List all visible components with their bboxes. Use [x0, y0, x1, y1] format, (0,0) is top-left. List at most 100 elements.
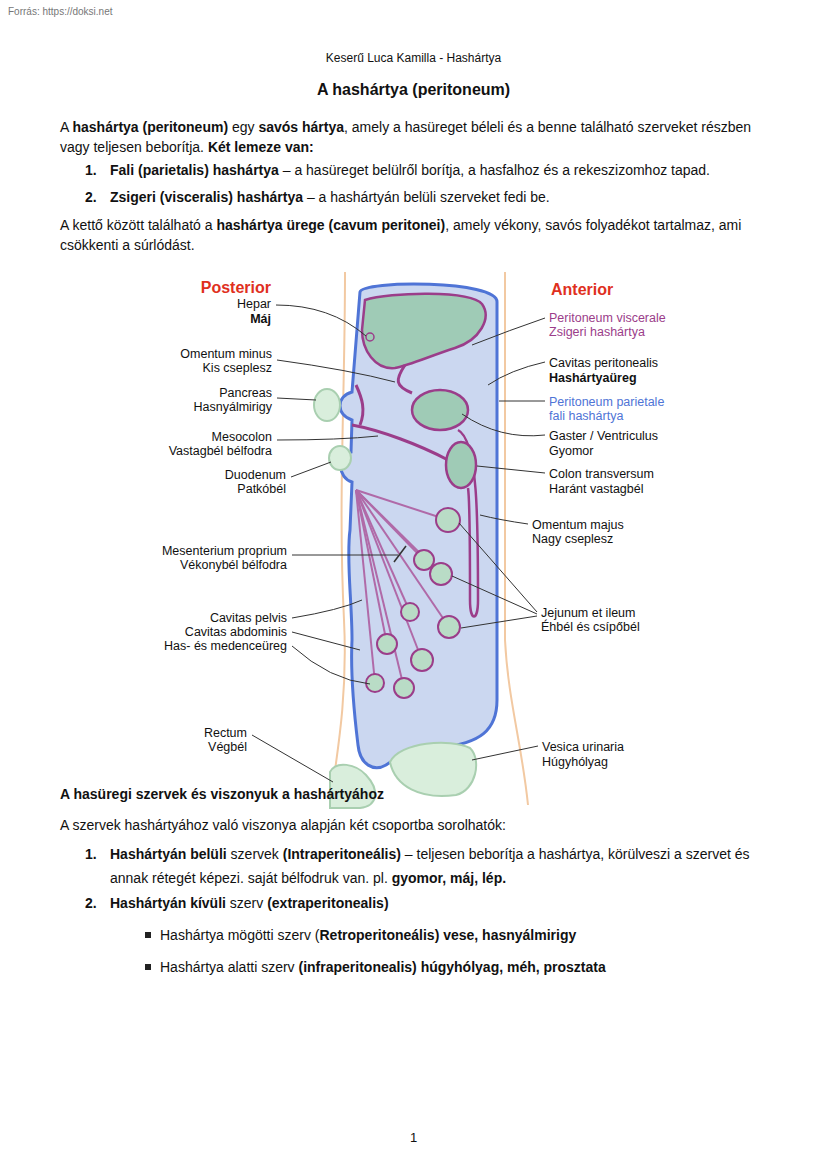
text-run: Vastagbél bélfodra	[169, 444, 272, 458]
text-run: Zsigeri (visceralis) hashártya	[110, 189, 303, 205]
pancreas	[314, 389, 340, 421]
text-run: Hashártyaüreg	[549, 371, 637, 385]
text-block: Mesenterium proprium	[162, 543, 287, 559]
text-run: A hasüregi szervek és viszonyuk a hashár…	[60, 786, 384, 802]
text-run: Két lemeze van:	[208, 139, 314, 155]
text-run: 2.	[85, 895, 97, 911]
text-run: Mesenterium proprium	[162, 544, 287, 558]
text-block: Keserű Luca Kamilla - Hashártya	[0, 50, 827, 66]
text-block: Zsigeri (visceralis) hashártya – a hashá…	[110, 188, 780, 206]
text-run: (extraperitonealis)	[267, 895, 388, 911]
text-run: – a hashártyán belüli szerveket fedi be.	[303, 189, 550, 205]
text-block: Zsigeri hashártya	[549, 324, 645, 340]
text-run: szervek	[227, 846, 283, 862]
marker	[394, 546, 406, 562]
text-run: Hasnyálmirigy	[194, 400, 273, 414]
text-block: A hasüregi szervek és viszonyuk a hashár…	[60, 785, 384, 803]
ligament	[366, 333, 374, 341]
text-block: Forrás: https://doksi.net	[8, 5, 113, 18]
text-run: Cavitas pelvis	[210, 611, 287, 625]
mesentery	[356, 385, 363, 425]
text-block: 1.	[85, 161, 97, 179]
text-block: 1	[0, 1129, 827, 1146]
leader-lines	[252, 305, 545, 782]
colon-transversum	[446, 442, 476, 488]
text-block: 2.	[85, 188, 97, 206]
text-run: hashártya ürege (cavum peritonei)	[216, 217, 445, 233]
text-block: Fali (parietalis) hashártya – a hasürege…	[110, 161, 780, 179]
bladder	[390, 743, 476, 796]
text-block: fali hashártya	[549, 408, 623, 424]
text-block: Cavitas peritonealis	[549, 355, 658, 371]
text-block: Hashártya mögötti szerv (Retroperitoneál…	[160, 926, 775, 944]
text-run: Hashártya alatti szerv	[160, 959, 299, 975]
text-run: gyomor, máj, lép.	[392, 870, 506, 886]
text-block: Nagy cseplesz	[532, 531, 613, 547]
text-block: Hashártya alatti szerv (infraperitoneali…	[160, 958, 775, 976]
text-block: A kettő között található a hashártya üre…	[60, 215, 772, 255]
text-block: Omentum majus	[532, 517, 624, 533]
text-run: Has- és medenceüreg	[164, 639, 287, 653]
text-run: Omentum majus	[532, 518, 624, 532]
text-block: Végbél	[208, 739, 247, 755]
stomach	[412, 390, 468, 430]
bullet-squares	[145, 932, 151, 970]
text-block: Hashártyán belüli szervek (Intraperitone…	[110, 842, 775, 890]
text-block: A hashártya (peritoneum) egy savós hárty…	[60, 117, 772, 157]
text-block: Gyomor	[549, 443, 593, 459]
text-run: Retroperitoneális) vese, hasnyálmirigy	[320, 927, 577, 943]
text-block: Mesocolon	[212, 429, 272, 445]
text-run: Vesica urinaria	[542, 740, 624, 754]
text-run: Haránt vastagbél	[549, 482, 644, 496]
text-run: Jejunum et ileum	[541, 606, 636, 620]
text-run: hashártya (peritoneum)	[72, 119, 228, 135]
text-run: Zsigeri hashártya	[549, 325, 645, 339]
text-block: Vékonybél bélfodra	[180, 557, 287, 573]
text-block: Cavitas abdominis	[185, 624, 287, 640]
text-run: (Intraperitoneális)	[283, 846, 401, 862]
text-block: Hashártyán kívüli szerv (extraperitoneal…	[110, 894, 775, 912]
text-run: 1.	[85, 846, 97, 862]
text-run: Rectum	[204, 726, 247, 740]
text-block: Jejunum et ileum	[541, 605, 636, 621]
text-run: Hepar	[237, 297, 271, 311]
text-run: – a hasüreget belülről borítja, a hasfal…	[279, 162, 710, 178]
text-run: Colon transversum	[549, 467, 654, 481]
text-run: Patkóbél	[237, 482, 286, 496]
liver	[362, 294, 486, 368]
text-run: Gyomor	[549, 444, 593, 458]
text-block: Cavitas pelvis	[210, 610, 287, 626]
text-run: A	[60, 119, 72, 135]
text-run: Peritoneum parietale	[549, 395, 664, 409]
duodenum	[329, 446, 351, 470]
text-run: egy	[228, 119, 258, 135]
text-block: Patkóbél	[237, 481, 286, 497]
text-block: Has- és medenceüreg	[164, 638, 287, 654]
text-block: Hasnyálmirigy	[194, 399, 273, 415]
text-block: Pancreas	[219, 385, 272, 401]
text-run: szerv	[226, 895, 267, 911]
text-run: Anterior	[551, 281, 613, 298]
text-run: Peritoneum viscerale	[549, 311, 666, 325]
text-run: Pancreas	[219, 386, 272, 400]
text-run: Keserű Luca Kamilla - Hashártya	[326, 51, 501, 65]
text-block: Peritoneum viscerale	[549, 310, 666, 326]
text-block: Posterior	[201, 277, 271, 298]
text-run: fali hashártya	[549, 409, 623, 423]
text-run: 1	[410, 1130, 417, 1145]
text-block: Duodenum	[225, 467, 286, 483]
text-run: A kettő között található a	[60, 217, 216, 233]
text-run: Kis cseplesz	[203, 361, 272, 375]
text-block: Hashártyaüreg	[549, 370, 637, 386]
text-block: Rectum	[204, 725, 247, 741]
text-run: Cavitas abdominis	[185, 625, 287, 639]
text-block: Máj	[250, 311, 271, 327]
text-run: Omentum minus	[180, 347, 272, 361]
text-run: Hashártyán kívüli	[110, 895, 226, 911]
text-block: Kis cseplesz	[203, 360, 272, 376]
text-block: Haránt vastagbél	[549, 481, 644, 497]
text-run: Hashártyán belüli	[110, 846, 227, 862]
text-run: Mesocolon	[212, 430, 272, 444]
text-run: Posterior	[201, 279, 271, 296]
omentum-minus	[398, 365, 412, 393]
